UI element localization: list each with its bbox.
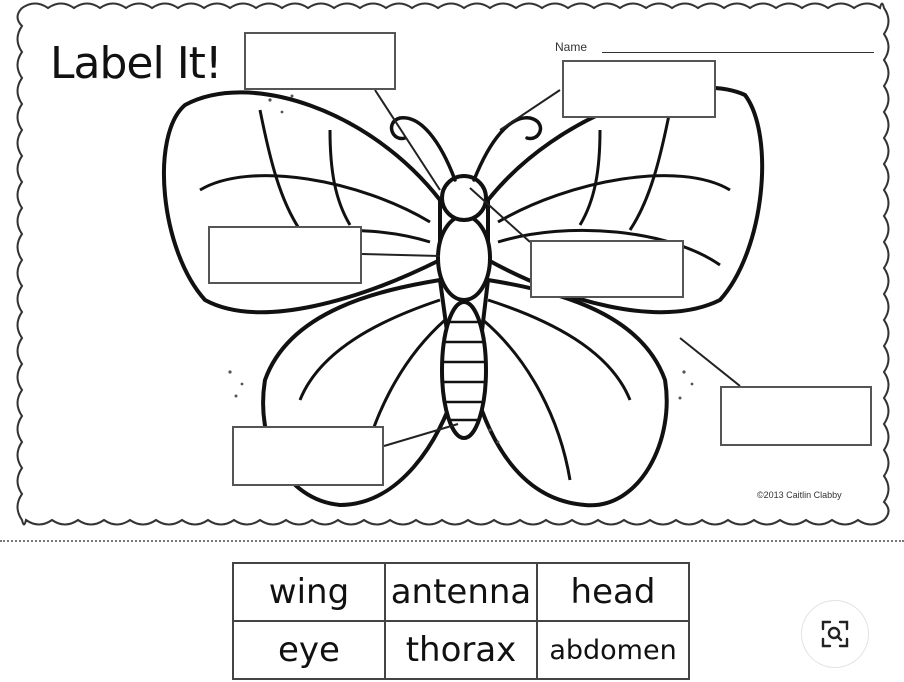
- label-box-wing[interactable]: [720, 386, 872, 446]
- label-box-antenna[interactable]: [244, 32, 396, 90]
- word-bank-cell: head: [537, 563, 689, 621]
- visual-search-button[interactable]: [802, 601, 868, 667]
- visual-search-icon: [820, 619, 850, 649]
- word-bank-cell: wing: [233, 563, 385, 621]
- word-bank-cell: thorax: [385, 621, 537, 679]
- word-bank-cell: eye: [233, 621, 385, 679]
- word-bank-cell: antenna: [385, 563, 537, 621]
- butterfly-illustration: [0, 0, 904, 540]
- word-bank-row: eye thorax abdomen: [233, 621, 689, 679]
- word-bank-cell: abdomen: [537, 621, 689, 679]
- label-box-eye[interactable]: [530, 240, 684, 298]
- label-box-abdomen[interactable]: [232, 426, 384, 486]
- label-box-top-right[interactable]: [562, 60, 716, 118]
- word-bank-row: wing antenna head: [233, 563, 689, 621]
- label-box-thorax[interactable]: [208, 226, 362, 284]
- word-bank-table: wing antenna head eye thorax abdomen: [232, 562, 690, 680]
- copyright-text: ©2013 Caitlin Clabby: [757, 490, 842, 500]
- dotted-divider: [0, 540, 904, 542]
